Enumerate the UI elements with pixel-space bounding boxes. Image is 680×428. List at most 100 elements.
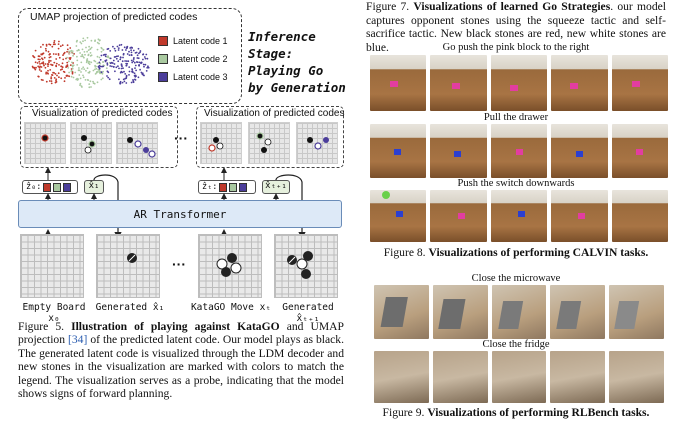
umap-point (84, 79, 87, 81)
umap-point (41, 58, 44, 61)
vis-box-2 (196, 106, 344, 168)
umap-point (89, 80, 92, 83)
umap-point (109, 65, 112, 67)
umap-point (43, 64, 45, 67)
umap-point (120, 63, 123, 66)
umap-point (78, 67, 80, 69)
fig9-label: Figure 9. (382, 406, 425, 419)
code-sq-blue-2 (239, 182, 248, 192)
fig8-bold: Visualizations of performing CALVIN task… (428, 246, 649, 259)
umap-point (85, 69, 87, 72)
umap-point (32, 55, 34, 57)
umap-point (87, 53, 90, 56)
umap-point (80, 71, 82, 73)
legend-label-1: Latent code 1 (173, 36, 228, 46)
umap-point (66, 61, 69, 64)
umap-point (57, 47, 60, 50)
umap-point (128, 70, 131, 73)
umap-point (130, 81, 133, 84)
umap-point (130, 54, 133, 57)
vis-stones (41, 132, 329, 158)
citation-link[interactable]: [34] (68, 333, 88, 347)
umap-point (101, 77, 104, 80)
umap-point (139, 51, 141, 54)
umap-point (104, 60, 107, 63)
board-generated-t1 (274, 234, 338, 298)
umap-point (57, 53, 60, 55)
umap-point (127, 60, 130, 63)
inference-stage-title: Inference Stage: Playing Go by Generatio… (248, 28, 358, 96)
umap-point (76, 64, 79, 66)
umap-point (113, 63, 116, 65)
umap-point (39, 65, 41, 68)
umap-point (112, 59, 115, 62)
umap-point (76, 55, 78, 58)
umap-point (76, 59, 79, 62)
umap-point (139, 50, 142, 52)
umap-point (39, 63, 41, 65)
code-sq-green-2 (229, 182, 238, 192)
umap-point (111, 65, 113, 68)
umap-point (125, 82, 128, 84)
calvin-objects (382, 81, 643, 219)
umap-point (52, 43, 55, 46)
umap-point (79, 84, 81, 86)
umap-point (49, 53, 51, 55)
umap-point (48, 80, 51, 82)
umap-point (60, 77, 63, 80)
umap-point (95, 67, 98, 70)
umap-point (125, 49, 127, 51)
umap-point (86, 67, 89, 70)
umap-point (145, 70, 148, 72)
umap-point (102, 48, 105, 51)
board-label-1: Empty Board x₀ (22, 302, 86, 324)
umap-point (142, 58, 144, 61)
umap-point (38, 69, 41, 71)
umap-point (117, 47, 120, 49)
umap-scatter (31, 36, 150, 89)
umap-point (54, 43, 56, 46)
umap-point (146, 66, 149, 69)
calvin-frame-3-5 (611, 190, 669, 242)
fig5-text-b: of the predicted latent code. Our model … (18, 333, 344, 401)
umap-point (61, 66, 64, 69)
umap-point (100, 71, 103, 74)
umap-point (82, 74, 84, 77)
fig7-bold: Visualizations of learned Go Strategies (413, 0, 611, 13)
umap-point (59, 69, 62, 71)
inference-line-1: Inference Stage: (248, 29, 316, 61)
umap-point (117, 65, 119, 68)
umap-point (69, 47, 72, 49)
umap-point (98, 39, 101, 42)
umap-point (112, 45, 114, 48)
code-pill-z0: ẑ₀: (22, 180, 78, 194)
umap-point (69, 64, 72, 66)
umap-point (144, 63, 147, 66)
umap-point (109, 50, 112, 52)
umap-point (45, 71, 48, 74)
umap-point (122, 53, 125, 56)
umap-point (79, 52, 81, 54)
umap-point (49, 43, 52, 46)
umap-point (81, 53, 84, 56)
rlbench-row-title-1: Close the microwave (471, 273, 561, 284)
umap-point (88, 60, 91, 63)
figure-8-caption: Figure 8. Visualizations of performing C… (366, 246, 666, 259)
umap-point (123, 46, 126, 49)
umap-point (101, 61, 104, 63)
umap-point (144, 57, 147, 60)
umap-point (142, 53, 144, 56)
umap-point (40, 66, 43, 68)
umap-point (84, 39, 86, 42)
umap-point (102, 70, 104, 73)
umap-point (65, 74, 68, 77)
umap-point (100, 78, 103, 81)
umap-point (69, 57, 72, 59)
umap-point (90, 86, 92, 88)
umap-point (136, 54, 139, 57)
umap-point (88, 70, 91, 73)
umap-point (122, 67, 124, 70)
umap-point (138, 64, 140, 67)
rlbench-row-2 (374, 351, 664, 403)
umap-point (119, 71, 122, 74)
